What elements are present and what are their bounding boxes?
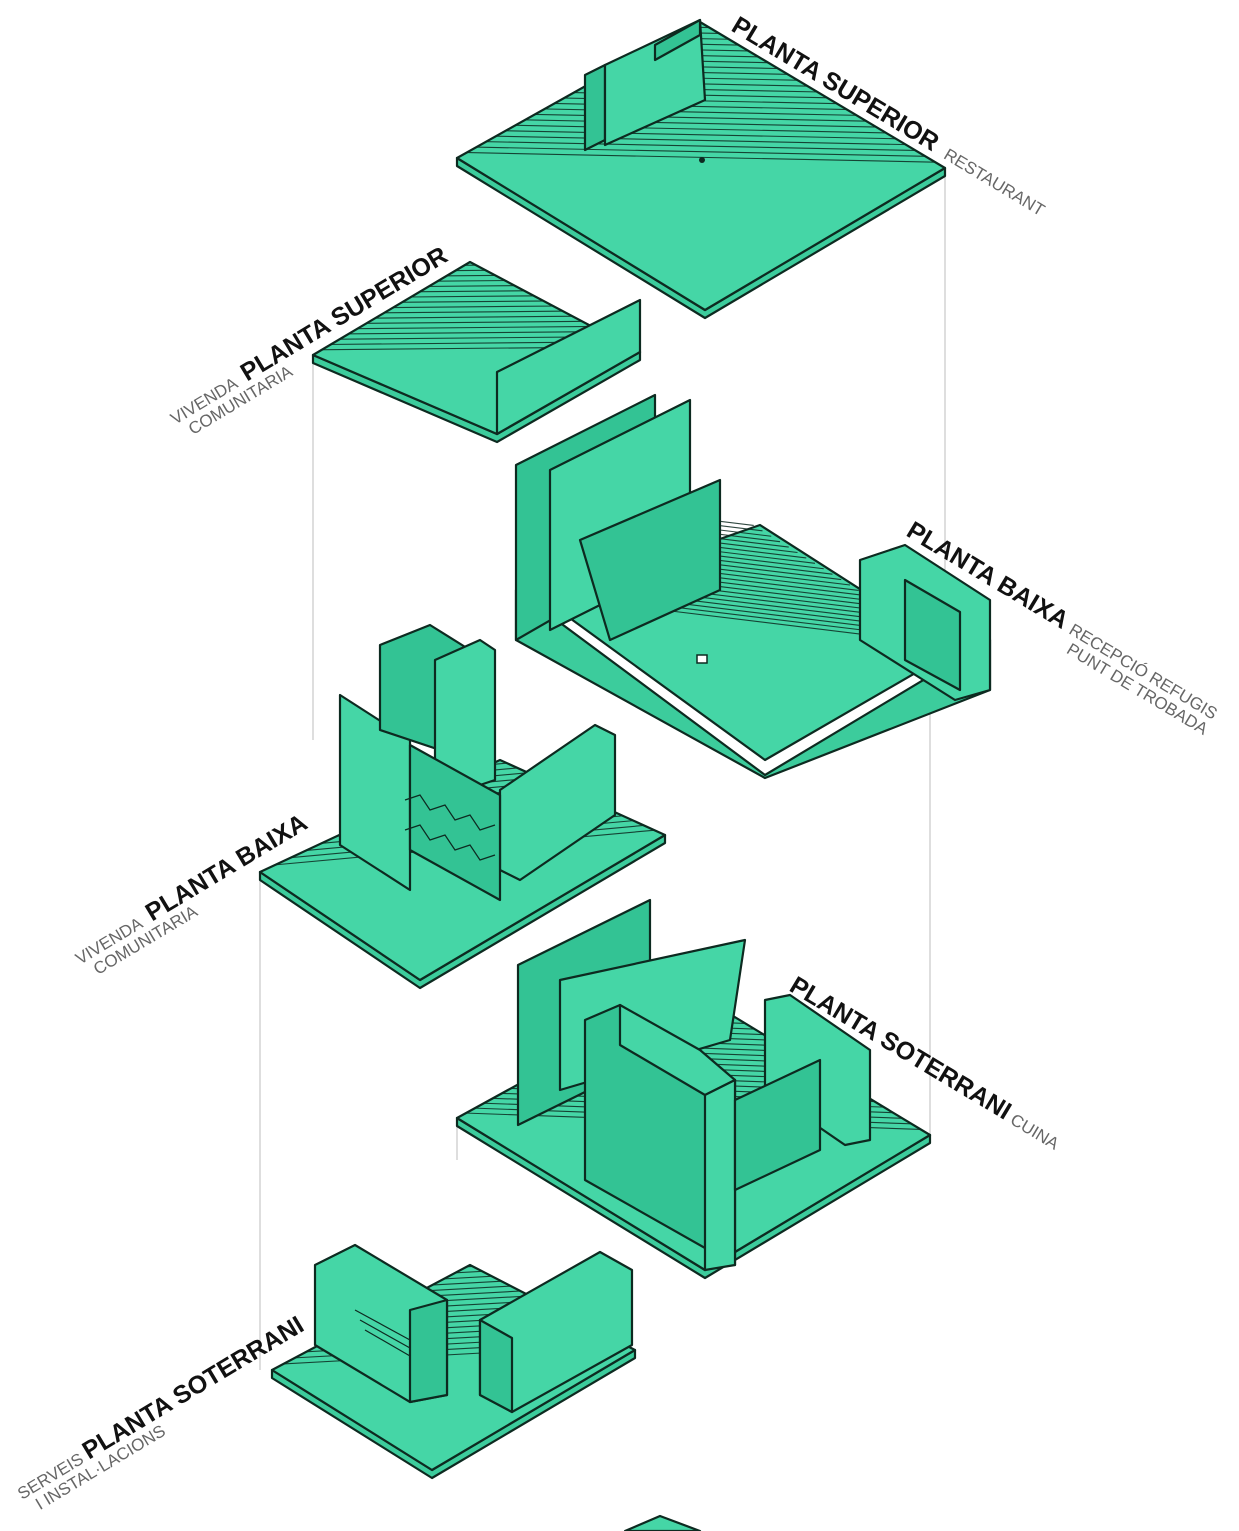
label-subtitle: RESTAURANT (941, 145, 1048, 220)
level-upper-left-vivenda (311, 260, 642, 444)
wall (903, 578, 962, 692)
wall (603, 18, 707, 147)
floor-plank-line (313, 269, 498, 274)
wall (703, 1078, 737, 1272)
level-top-restaurant (455, 18, 947, 320)
wall (583, 63, 607, 152)
label-title: PLANTA SOTERRANI (78, 1311, 309, 1465)
label-basement-left: SERVEIS PLANTA SOTERRANI I INSTAL·LACION… (14, 1311, 309, 1514)
wall (408, 1298, 449, 1404)
wall (495, 298, 642, 436)
guide-lines (259, 170, 946, 1370)
wall (733, 1058, 822, 1192)
floor-plank-line (457, 151, 936, 163)
wall (408, 743, 502, 902)
floor-plank-line (313, 336, 614, 341)
floor-plank-line (457, 145, 926, 157)
floor-plank-line (457, 22, 726, 35)
wall (578, 478, 722, 642)
label-subtitle: CUINA (1007, 1110, 1063, 1154)
wall (478, 1318, 514, 1414)
floor-plank-line (313, 305, 561, 310)
level-ground-left-vivenda (258, 623, 667, 990)
floor-plank-line (313, 315, 578, 320)
floor-plank-line (272, 1265, 492, 1281)
floor-plank-line (457, 134, 907, 146)
floor-plank-line (457, 22, 717, 29)
floor-plank-line (457, 22, 707, 23)
level-basement-left-serveis (270, 1243, 637, 1480)
wall (653, 18, 702, 62)
floor-plank-line (457, 139, 917, 152)
level-basement-right-cuina (455, 898, 932, 1280)
opening-mark (696, 654, 708, 664)
floor-slab-partial (623, 1514, 702, 1531)
floor-plank-line (313, 310, 569, 315)
floor-plank-line (272, 1265, 484, 1276)
column-mark (699, 157, 705, 163)
stair (404, 794, 496, 861)
label-subtitle: RECEPCIÓ REFUGIS (1066, 620, 1221, 723)
stair (354, 1309, 411, 1357)
level-ground-right-recepcio (514, 393, 992, 780)
